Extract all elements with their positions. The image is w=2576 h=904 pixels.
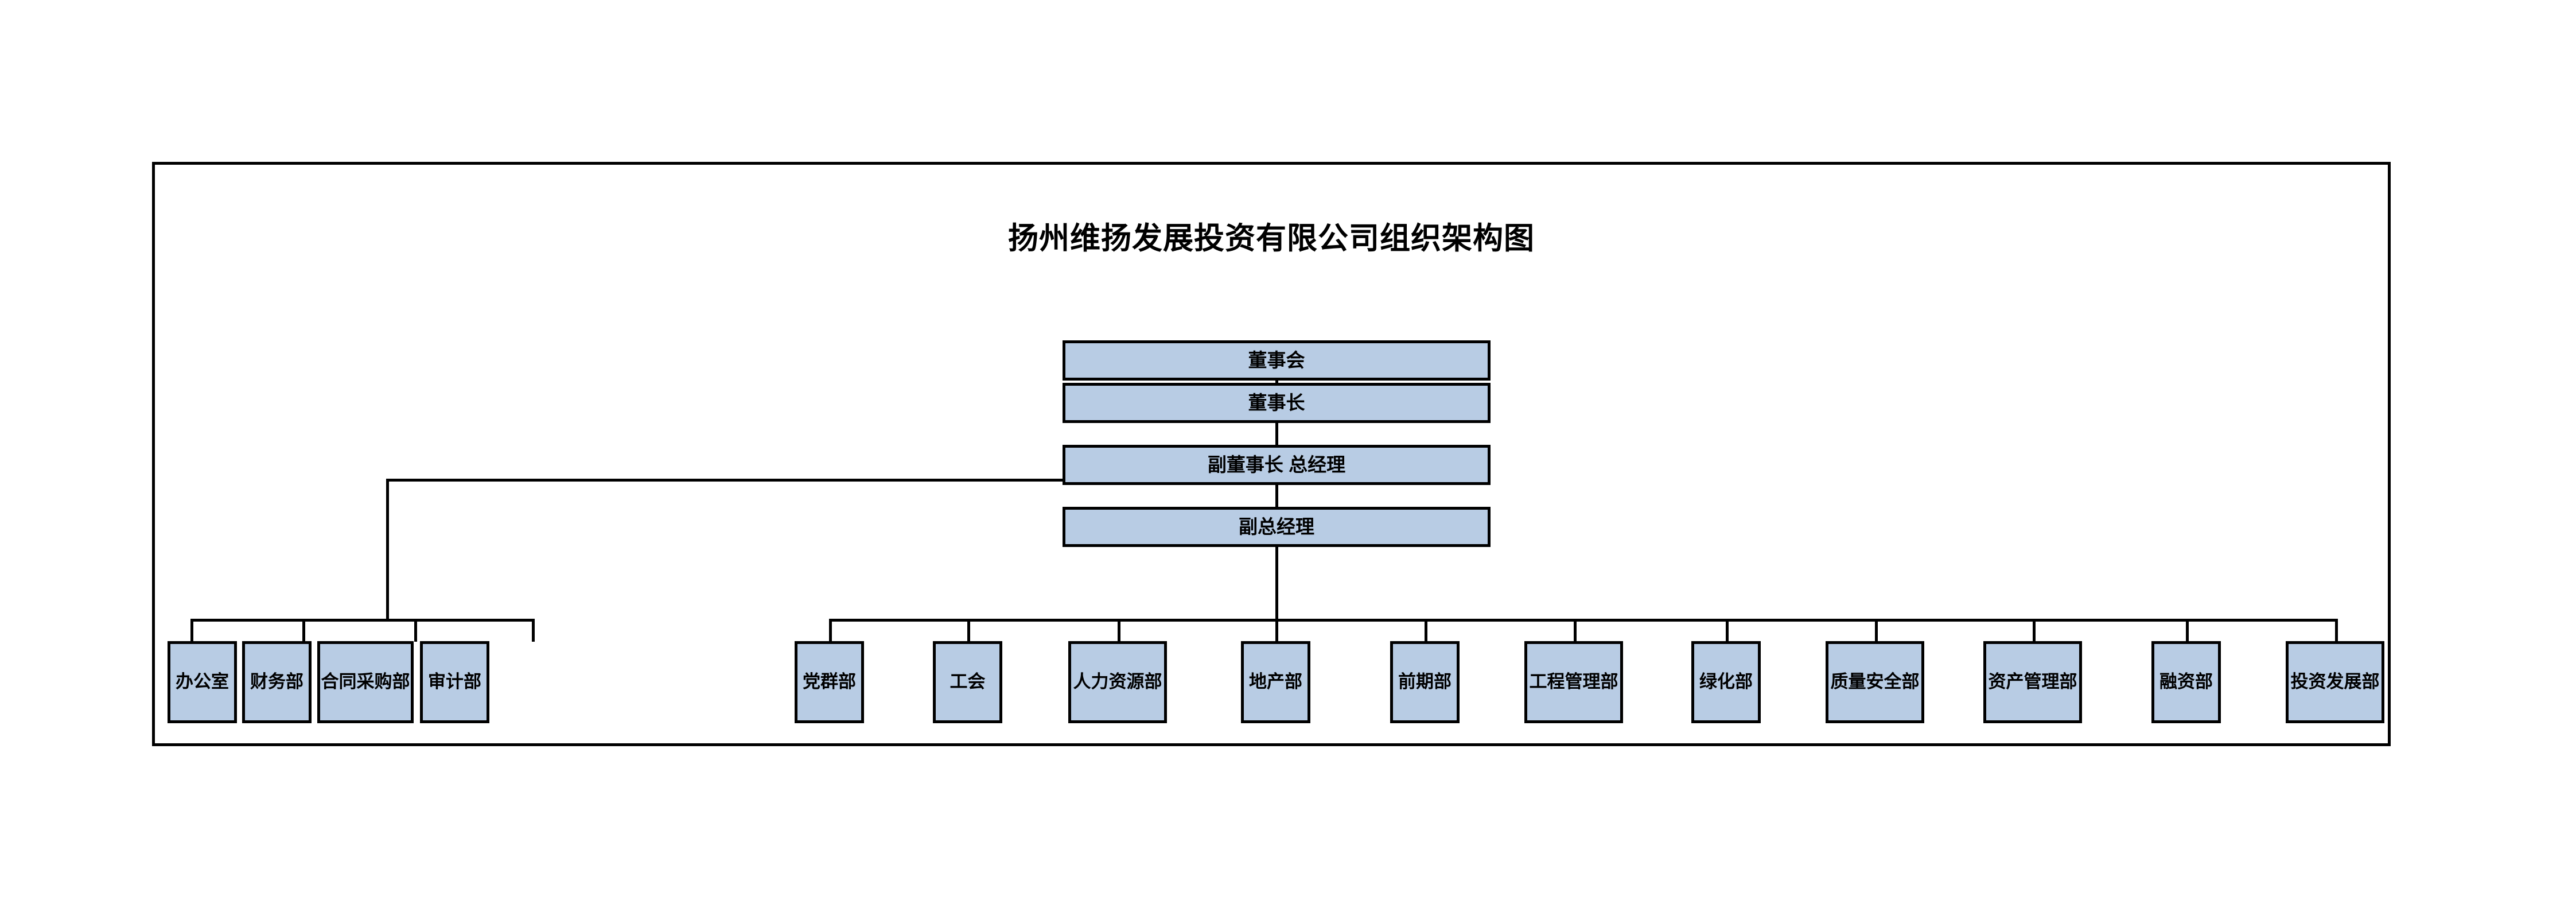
connector-deputy-gm-to-bus [1275, 547, 1278, 622]
connector-drop-contract-procurement [414, 619, 417, 642]
org-node-human-resources[interactable]: 人力资源部 [1068, 641, 1167, 723]
org-node-label: 工会 [950, 672, 986, 692]
org-node-label: 质量安全部 [1830, 672, 1920, 692]
connector-drop-party-mass [829, 619, 832, 642]
connector-drop-audit [532, 619, 535, 642]
connector-drop-engineering-management [1574, 619, 1577, 642]
connector-drop-quality-safety [1875, 619, 1878, 642]
org-node-label: 副总经理 [1239, 515, 1314, 537]
connector-drop-real-estate [1275, 619, 1278, 642]
org-node-label: 副董事长 总经理 [1207, 453, 1346, 475]
org-node-financing[interactable]: 融资部 [2151, 641, 2221, 723]
org-node-label: 财务部 [250, 672, 303, 692]
org-node-finance[interactable]: 财务部 [242, 641, 312, 723]
org-node-label: 党群部 [803, 672, 856, 692]
connector-left-department-bus [190, 619, 535, 622]
connector-board-to-chairman [1275, 381, 1278, 384]
connector-drop-asset-management [2033, 619, 2036, 642]
org-node-asset-management[interactable]: 资产管理部 [1983, 641, 2082, 723]
org-node-vice-chairman-gm[interactable]: 副董事长 总经理 [1063, 445, 1491, 485]
org-node-label: 资产管理部 [1988, 672, 2077, 692]
org-chart-frame: 扬州维扬发展投资有限公司组织架构图 董事会 董事长 副董事长 总经理 副总经理 [152, 162, 2391, 746]
org-node-greening[interactable]: 绿化部 [1691, 641, 1761, 723]
org-node-label: 合同采购部 [321, 672, 410, 692]
org-node-office[interactable]: 办公室 [168, 641, 237, 723]
connector-drop-greening [1726, 619, 1729, 642]
org-node-chairman[interactable]: 董事长 [1063, 383, 1491, 423]
connector-drop-labor-union [967, 619, 970, 642]
org-node-real-estate[interactable]: 地产部 [1241, 641, 1310, 723]
connector-drop-investment-development [2335, 619, 2338, 642]
org-node-label: 投资发展部 [2290, 672, 2380, 692]
org-node-board[interactable]: 董事会 [1063, 340, 1491, 381]
connector-drop-office [190, 619, 193, 642]
connector-vcgm-left-branch-horizontal [386, 479, 1065, 482]
org-node-party-mass[interactable]: 党群部 [795, 641, 864, 723]
connector-drop-preliminary [1425, 619, 1427, 642]
connector-vcgm-to-deputy-gm [1275, 485, 1278, 508]
org-node-deputy-gm[interactable]: 副总经理 [1063, 507, 1491, 547]
org-node-investment-development[interactable]: 投资发展部 [2286, 641, 2384, 723]
org-node-audit[interactable]: 审计部 [420, 641, 489, 723]
org-node-label: 办公室 [176, 672, 229, 692]
org-node-label: 绿化部 [1699, 672, 1753, 692]
org-node-label: 审计部 [428, 672, 481, 692]
org-node-label: 人力资源部 [1073, 672, 1162, 692]
connector-drop-financing [2186, 619, 2189, 642]
connector-vcgm-left-branch-vertical [386, 479, 389, 622]
org-node-preliminary[interactable]: 前期部 [1390, 641, 1460, 723]
org-node-label: 董事会 [1248, 349, 1305, 371]
connector-drop-finance [302, 619, 305, 642]
org-node-engineering-management[interactable]: 工程管理部 [1524, 641, 1623, 723]
org-node-label: 工程管理部 [1529, 672, 1618, 692]
connector-right-department-bus [829, 619, 2335, 622]
org-node-quality-safety[interactable]: 质量安全部 [1826, 641, 1924, 723]
connector-chairman-to-vcgm [1275, 423, 1278, 446]
org-node-label: 融资部 [2159, 672, 2213, 692]
org-node-labor-union[interactable]: 工会 [933, 641, 1002, 723]
org-node-contract-procurement[interactable]: 合同采购部 [317, 641, 414, 723]
org-node-label: 地产部 [1249, 672, 1302, 692]
org-node-label: 前期部 [1398, 672, 1452, 692]
org-node-label: 董事长 [1248, 391, 1305, 413]
page-title: 扬州维扬发展投资有限公司组织架构图 [1008, 222, 1535, 255]
connector-drop-human-resources [1118, 619, 1120, 642]
